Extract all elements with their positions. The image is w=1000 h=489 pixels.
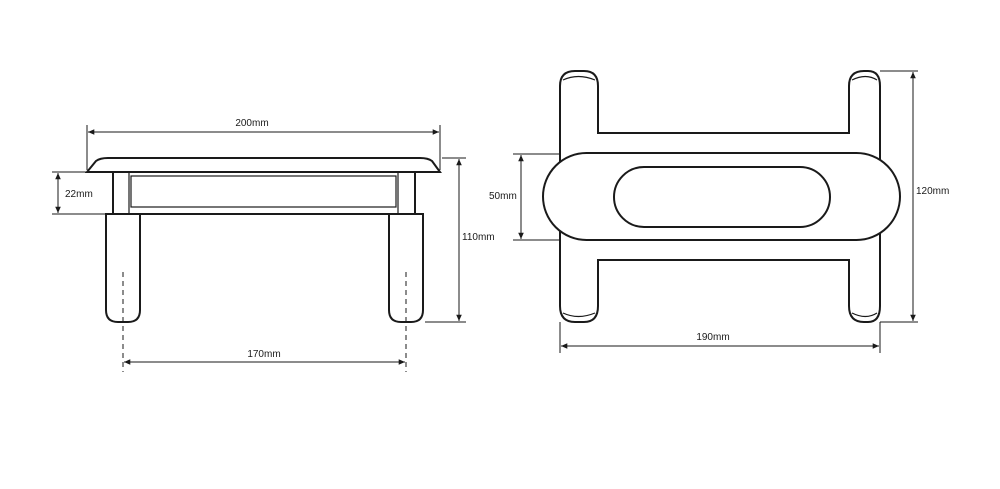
oval-recess xyxy=(613,166,831,228)
top-view: 50mm 120mm 190mm xyxy=(489,70,949,353)
dim-label-200mm: 200mm xyxy=(235,118,268,129)
dim-label-22mm: 22mm xyxy=(65,189,93,200)
inner-recess xyxy=(130,175,397,208)
dim-label-110mm: 110mm xyxy=(462,232,495,243)
dim-label-50mm: 50mm xyxy=(489,191,517,202)
flange-cap xyxy=(84,157,442,173)
dim-label-120mm: 120mm xyxy=(916,186,949,197)
side-view: 200mm 22mm 110mm 170mm xyxy=(52,118,495,372)
dim-label-170mm: 170mm xyxy=(247,349,280,360)
left-pin xyxy=(105,213,141,323)
dim-label-190mm: 190mm xyxy=(696,332,729,343)
right-pin xyxy=(388,213,424,323)
body-frame xyxy=(112,171,416,215)
